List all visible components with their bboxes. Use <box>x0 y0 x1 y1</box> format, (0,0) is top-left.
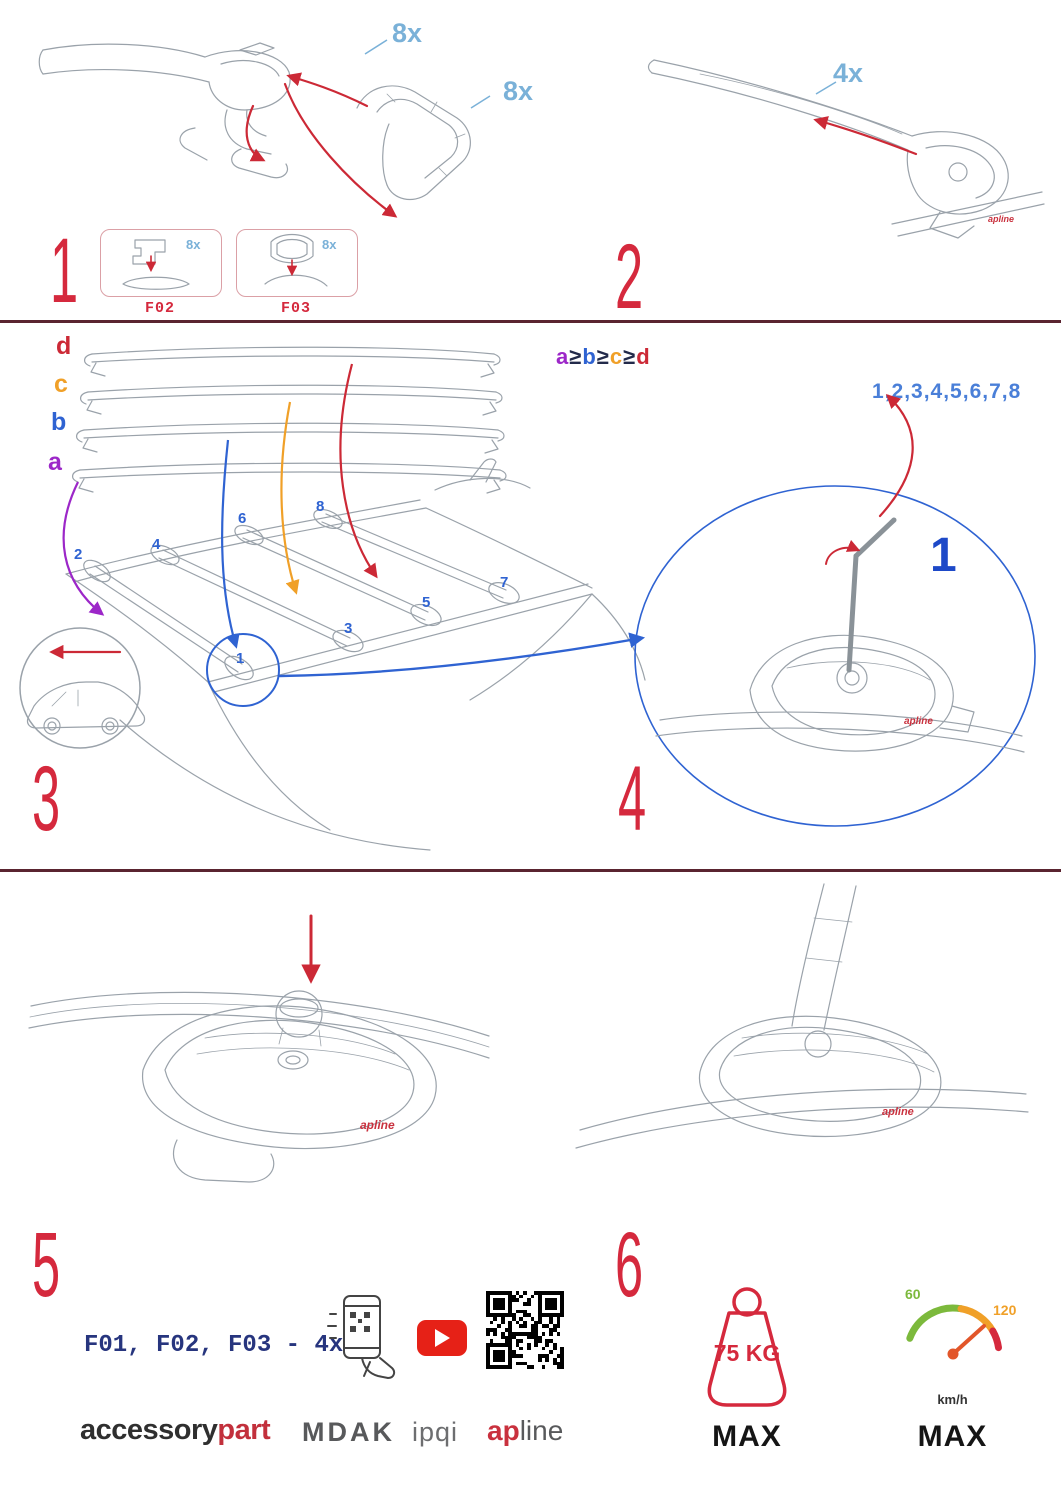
step2-quantity: 4x <box>833 58 864 88</box>
formula-b: b <box>582 344 597 369</box>
step2-clamp-logo: apline <box>988 214 1015 224</box>
brand-apline: apline <box>487 1415 563 1447</box>
brand-apline-red: ap <box>487 1415 520 1446</box>
play-triangle-icon <box>434 1329 450 1347</box>
parts-quantity-note: F01, F02, F03 - 4x <box>84 1332 344 1359</box>
brand-accessorypart: accessorypart <box>80 1414 271 1447</box>
step1-cap-quantity: 8x <box>392 18 423 48</box>
step4-clamp-logo: apline <box>904 716 933 727</box>
position-7: 7 <box>500 574 509 591</box>
max-weight-icon <box>707 1287 787 1407</box>
bar-length-formula: a≥b≥c≥d <box>556 344 651 370</box>
f03-label: F03 <box>280 300 311 317</box>
speed-high-label: 120 <box>993 1302 1017 1318</box>
f02-label: F02 <box>144 300 175 317</box>
youtube-icon <box>417 1320 467 1356</box>
formula-ge-1: ≥ <box>569 344 583 369</box>
brand-mdak: MDAK <box>302 1417 395 1447</box>
step6-mounted-clamp-sketch <box>575 883 1029 1149</box>
speed-low-label: 60 <box>905 1286 921 1302</box>
position-8: 8 <box>316 498 325 515</box>
step1-number: 1 <box>50 220 78 322</box>
position-4: 4 <box>152 536 161 553</box>
step1-part-box-f02 <box>100 229 222 297</box>
formula-c: c <box>609 344 624 369</box>
first-position-callout: 1 <box>930 529 957 582</box>
position-2: 2 <box>74 546 83 563</box>
step4-number: 4 <box>618 748 646 850</box>
qr-code <box>486 1291 564 1369</box>
position-5: 5 <box>422 594 431 611</box>
bar-letter-b: b <box>51 408 67 436</box>
f03-quantity: 8x <box>322 237 337 252</box>
step4-tighten-detail-sketch <box>634 394 1036 827</box>
brand-ipqi: ipqi <box>412 1417 459 1447</box>
brand-apline-gray: line <box>519 1415 564 1446</box>
max-speed-label: MAX <box>917 1420 988 1453</box>
step3-number: 3 <box>32 748 60 850</box>
step5-knob-press-sketch <box>28 914 490 1183</box>
tightening-sequence: 1,2,3,4,5,6,7,8 <box>872 380 1022 403</box>
speed-unit-label: km/h <box>937 1392 968 1407</box>
step5-clamp-logo: apline <box>360 1118 395 1132</box>
formula-ge-2: ≥ <box>596 344 610 369</box>
formula-a: a <box>556 344 570 369</box>
max-speed-gauge-icon <box>906 1304 1002 1360</box>
f02-quantity: 8x <box>186 237 201 252</box>
step3-roof-assembly-sketch <box>19 346 646 851</box>
section-divider-1 <box>0 320 1061 323</box>
step2-number: 2 <box>615 226 643 328</box>
bar-letter-a: a <box>48 448 62 476</box>
max-weight-value: 75 KG <box>713 1340 781 1366</box>
step1-endcap-and-pad-sketch <box>38 39 491 218</box>
step2-bar-into-clamp-sketch <box>647 59 1045 239</box>
step1-pad-quantity: 8x <box>503 76 534 106</box>
f03-part-sketch <box>264 233 328 287</box>
position-6: 6 <box>238 510 247 527</box>
formula-ge-3: ≥ <box>623 344 637 369</box>
f02-part-sketch <box>122 239 190 290</box>
position-3: 3 <box>344 620 353 637</box>
bar-letter-c: c <box>54 370 68 398</box>
bar-letter-d: d <box>56 332 72 360</box>
step1-part-box-f03 <box>236 229 358 297</box>
brand-accessorypart-black: accessory <box>80 1414 218 1446</box>
brand-accessorypart-red: part <box>217 1414 271 1446</box>
formula-d: d <box>636 344 651 369</box>
step5-number: 5 <box>32 1214 60 1316</box>
phone-scan-icon <box>327 1295 396 1379</box>
max-weight-label: MAX <box>712 1420 782 1453</box>
section-divider-2 <box>0 869 1061 872</box>
position-1: 1 <box>236 650 245 667</box>
step6-number: 6 <box>615 1214 643 1316</box>
step6-clamp-logo: apline <box>882 1106 914 1118</box>
